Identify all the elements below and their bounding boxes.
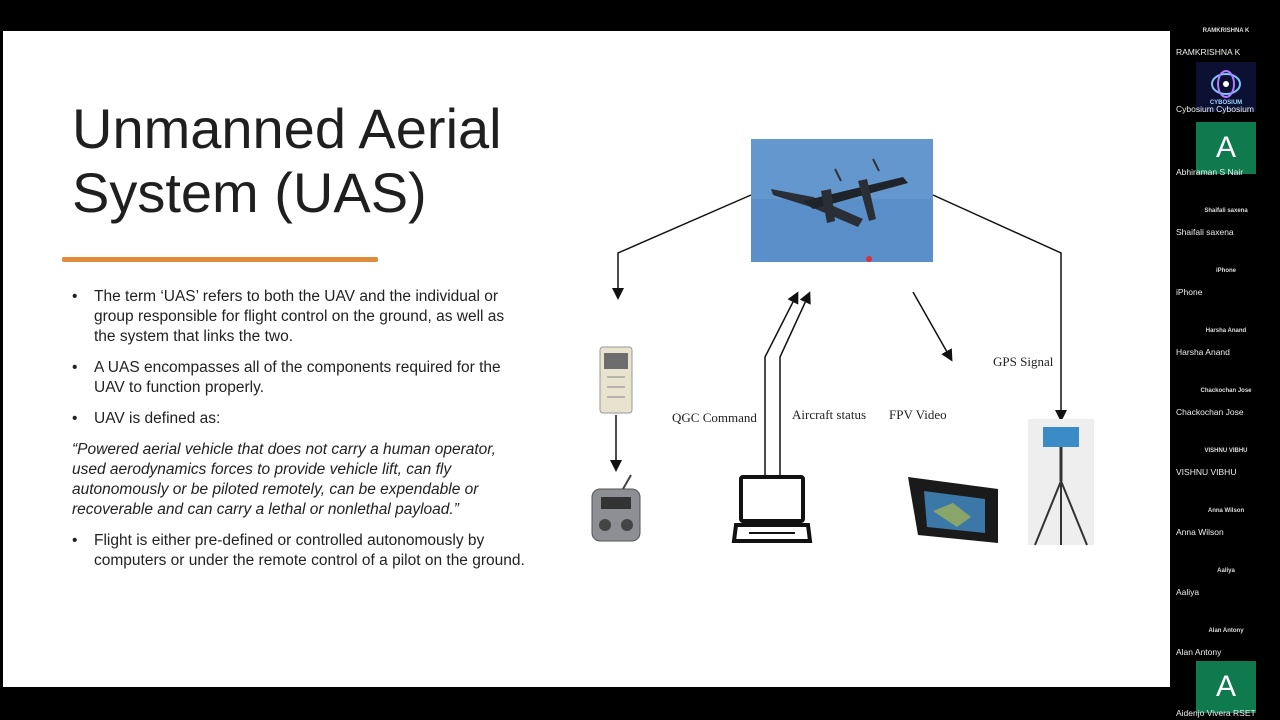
participant-tile[interactable]: Shaifali saxena Shaifali saxena [1172, 200, 1280, 260]
participant-tile[interactable]: Anna Wilson Anna Wilson [1172, 500, 1280, 560]
bullet-text: UAV is defined as: [94, 410, 221, 427]
cybosium-logo-tile: CYBOSIUM [1196, 62, 1256, 112]
participant-small-name: Aaliya [1217, 568, 1235, 574]
participant-name: Aidenjo Vivera RSET [1176, 708, 1256, 718]
drone-image [751, 139, 933, 262]
participant-name: iPhone [1176, 287, 1203, 297]
bullet-item: • Flight is either pre-defined or contro… [69, 531, 529, 571]
participant-name: Shaifali saxena [1176, 227, 1234, 237]
participant-small-name: Harsha Anand [1205, 328, 1247, 334]
slide-body: • The term ‘UAS’ refers to both the UAV … [69, 287, 529, 582]
participant-name: Anna Wilson [1176, 527, 1224, 537]
participant-tile[interactable]: CYBOSIUM Cybosium Cybosium [1172, 60, 1280, 120]
avatar: A [1196, 122, 1256, 174]
participant-small-name: Alan Antony [1208, 628, 1244, 634]
label-fpv-video: FPV Video [889, 407, 947, 422]
label-gps-signal: GPS Signal [993, 354, 1054, 369]
participant-name: Abhiraman S Nair [1176, 167, 1244, 177]
cybosium-logo-icon [1211, 69, 1241, 98]
participant-tile[interactable]: VISHNU VIBHU VISHNU VIBHU [1172, 440, 1280, 500]
participant-name: Alan Antony [1176, 647, 1222, 657]
participant-small-name: RAMKRISHNA K [1202, 28, 1250, 34]
slide-title-line-1: Unmanned Aerial [72, 97, 502, 160]
participant-small-name: VISHNU VIBHU [1204, 448, 1248, 454]
participant-small-name: iPhone [1215, 268, 1236, 274]
participant-name: Cybosium Cybosium [1176, 104, 1254, 114]
bullet-dot: • [72, 288, 78, 305]
participant-tile[interactable]: Alan Antony Alan Antony [1172, 620, 1280, 680]
participant-small-name: Chackochan Jose [1200, 388, 1252, 394]
bullet-item: • A UAS encompasses all of the component… [69, 358, 529, 398]
participant-tile[interactable]: A Aidenjo Vivera RSET [1172, 659, 1280, 719]
laptop-icon [731, 475, 813, 543]
bullet-item: • The term ‘UAS’ refers to both the UAV … [69, 287, 529, 347]
participant-name: RAMKRISHNA K [1176, 47, 1241, 57]
participant-tile[interactable]: Harsha Anand Harsha Anand [1172, 320, 1280, 380]
participant-name: Harsha Anand [1176, 347, 1230, 357]
participant-small-name: Shaifali saxena [1204, 208, 1248, 214]
participants-sidebar[interactable]: RAMKRISHNA K RAMKRISHNA K CYBOSIUM Cybos… [1172, 0, 1280, 720]
participant-name: Chackochan Jose [1176, 407, 1244, 417]
slide-title: Unmanned Aerial System (UAS) [72, 97, 592, 225]
uav-definition-quote: “Powered aerial vehicle that does not ca… [72, 441, 496, 518]
title-accent-bar [62, 257, 378, 262]
participant-tile[interactable]: Aaliya Aaliya [1172, 560, 1280, 620]
logo-text: CYBOSIUM [1209, 99, 1243, 106]
uas-diagram: QGC Command Aircraft status FPV Video GP… [591, 139, 1094, 546]
label-aircraft-status: Aircraft status [792, 407, 866, 422]
bullet-dot: • [72, 410, 78, 427]
participant-name: VISHNU VIBHU [1176, 467, 1237, 477]
slide-title-line-2: System (UAS) [72, 161, 427, 224]
gps-tripod [1028, 419, 1094, 546]
bullet-text: A UAS encompasses all of the components … [94, 359, 501, 396]
avatar: A [1196, 661, 1256, 713]
bullet-dot: • [72, 532, 78, 549]
bullet-text: Flight is either pre-defined or controll… [94, 532, 525, 569]
bullet-text: The term ‘UAS’ refers to both the UAV an… [94, 288, 505, 345]
rc-remote [591, 474, 641, 542]
participant-tile[interactable]: A Abhiraman S Nair [1172, 120, 1280, 180]
telemetry-radio [599, 346, 633, 414]
bullet-dot: • [72, 359, 78, 376]
presentation-slide: Unmanned Aerial System (UAS) • The term … [3, 31, 1170, 687]
fpv-monitor [908, 477, 998, 543]
participant-small-name: Anna Wilson [1207, 508, 1245, 514]
bullet-item: • UAV is defined as: [69, 409, 529, 429]
label-qgc-command: QGC Command [672, 410, 757, 425]
participant-name: Aaliya [1176, 587, 1200, 597]
participant-tile[interactable]: Chackochan Jose Chackochan Jose [1172, 380, 1280, 440]
participant-tile[interactable]: RAMKRISHNA K RAMKRISHNA K [1172, 20, 1280, 80]
participant-tile[interactable]: iPhone iPhone [1172, 260, 1280, 320]
